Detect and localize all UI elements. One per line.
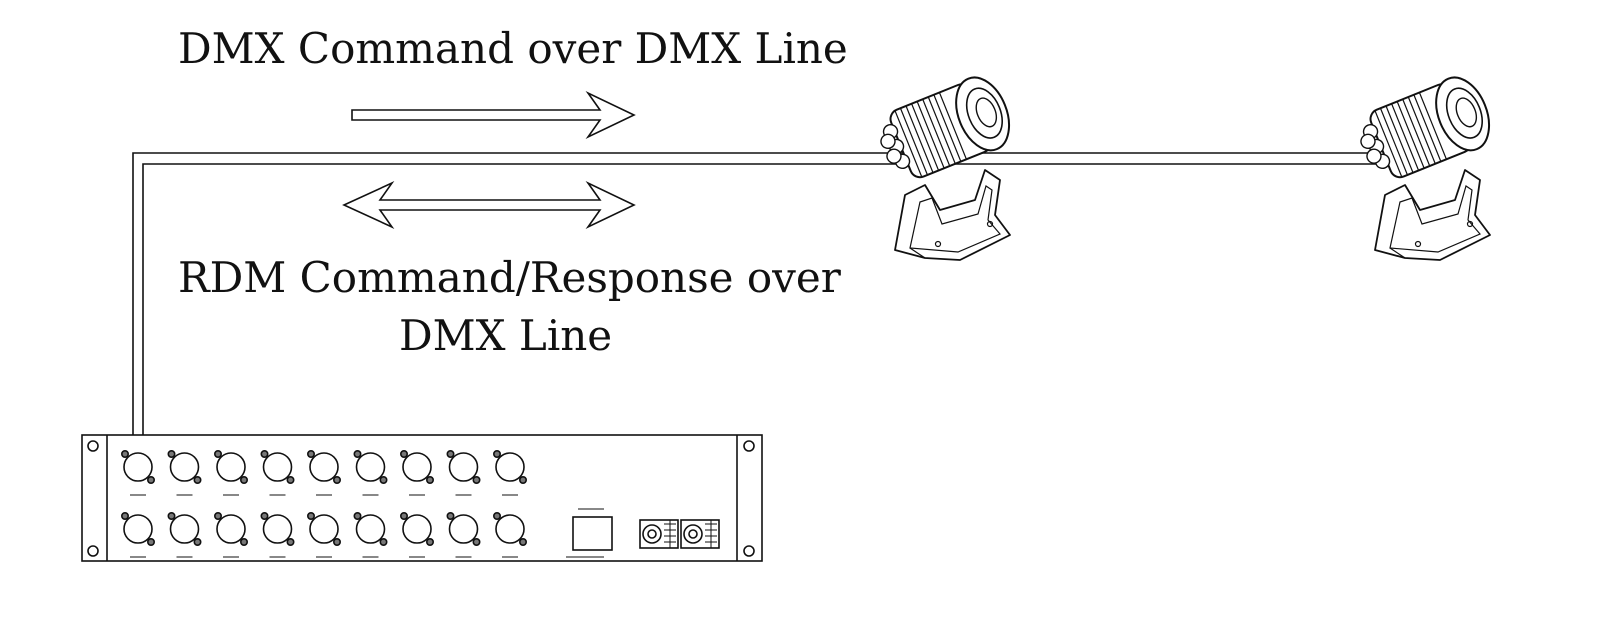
xlr-port-icon <box>306 511 341 558</box>
xlr-port-icon <box>446 449 481 496</box>
xlr-port-grid <box>121 449 527 558</box>
xlr-port-icon <box>446 511 481 558</box>
xlr-port-icon <box>399 511 434 558</box>
connector-module <box>680 519 720 549</box>
xlr-port-icon <box>492 511 527 558</box>
xlr-port-icon <box>167 449 202 496</box>
one-way-arrow-icon <box>351 90 636 140</box>
dmx-command-label: DMX Command over DMX Line <box>178 24 848 73</box>
xlr-port-icon <box>167 511 202 558</box>
xlr-port-icon <box>399 449 434 496</box>
xlr-port-icon <box>260 511 295 558</box>
xlr-port-icon <box>306 449 341 496</box>
dmx-cable-inner <box>142 163 1380 440</box>
rdm-command-label-line-2: DMX Line <box>399 311 613 360</box>
fixture-2-moving-head-icon <box>1350 68 1501 261</box>
connector-module <box>639 519 679 549</box>
rack-body <box>81 434 763 562</box>
xlr-port-icon <box>353 511 388 558</box>
xlr-port-icon <box>214 449 249 496</box>
rack-screw-icon <box>743 440 755 452</box>
xlr-port-icon <box>121 511 156 558</box>
two-way-arrow-icon <box>342 180 636 230</box>
rack-screw-icon <box>87 440 99 452</box>
rack-screw-icon <box>743 545 755 557</box>
xlr-port-icon <box>214 511 249 558</box>
xlr-port-icon <box>492 449 527 496</box>
power-switch <box>572 516 613 551</box>
rack-splitter-unit <box>81 434 763 562</box>
rdm-command-label-line-1: RDM Command/Response over <box>178 253 841 302</box>
xlr-port-icon <box>260 449 295 496</box>
fixture-1-moving-head-icon <box>870 68 1021 261</box>
xlr-port-icon <box>121 449 156 496</box>
rack-screw-icon <box>87 545 99 557</box>
xlr-port-icon <box>353 449 388 496</box>
